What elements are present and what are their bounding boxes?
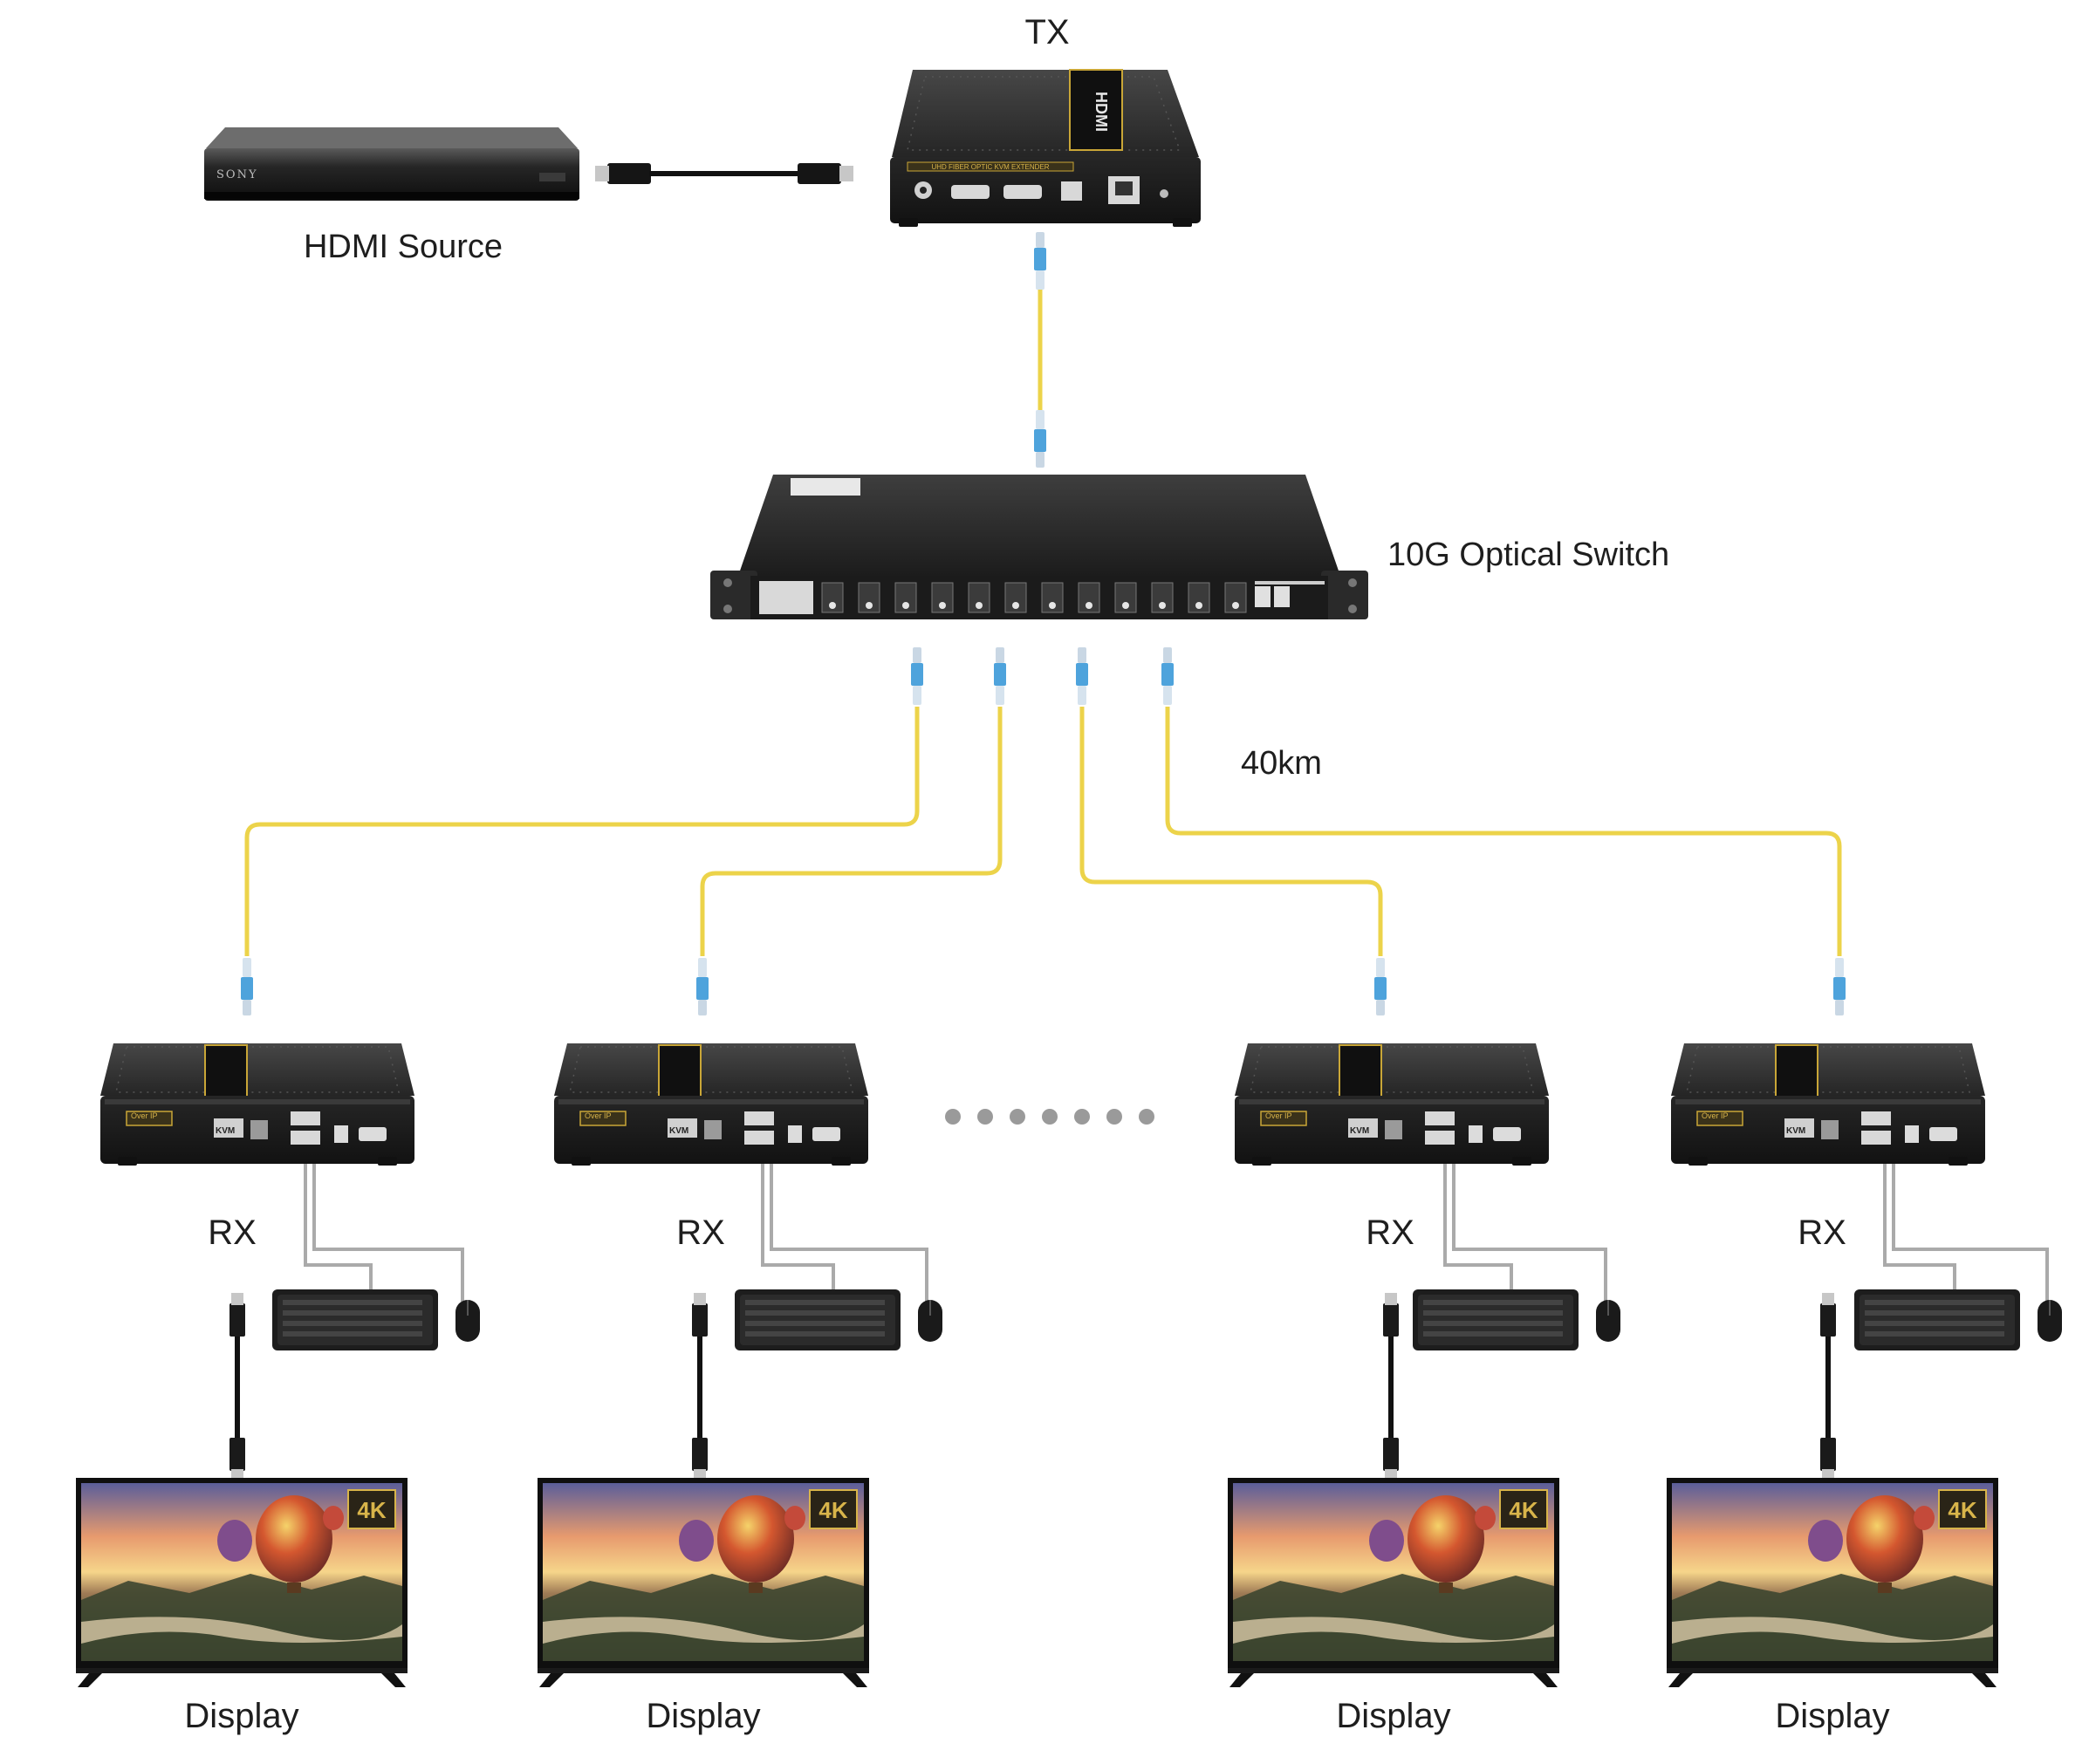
rx-unit-4 [1670,1043,1986,1166]
tv-4k-badge-2: 4K [818,1497,847,1523]
rx-unit-3 [1234,1043,1550,1166]
rx-kvm-2: KVM [669,1126,688,1136]
tv-4k-badge-4: 4K [1948,1497,1976,1523]
rx-over-ip-4: Over IP [1702,1111,1729,1120]
hdmi-cable-source-to-tx [595,163,853,184]
rx-kvm-3: KVM [1350,1126,1369,1136]
rx-branch-2: RX 4K Display [537,1043,943,1735]
keyboard-mouse-3 [1412,1289,1621,1351]
tx-hdmi-logo: HDMI [1092,92,1110,132]
fiber-switch-to-rx-1 [244,707,920,956]
tx-unit: HDMI UHD FIBER OPTIC KVM EXTENDER [890,69,1201,227]
tv-4k-badge-1: 4K [357,1497,386,1523]
fiber-switch-to-rx-3 [1079,707,1383,956]
hdmi-source-device: SONY [204,127,579,201]
fiber-switch-to-rx-4 [1165,707,1842,956]
source-brand-logo: SONY [216,168,258,181]
rx-branch-1: RX 4K Display [75,1043,481,1735]
rx-label-1: RX [208,1214,257,1252]
display-label-1: Display [184,1697,298,1735]
display-label-4: Display [1775,1697,1889,1735]
rx-kvm-4: KVM [1786,1126,1805,1136]
tx-extender-text: UHD FIBER OPTIC KVM EXTENDER [931,163,1049,171]
rx-unit-labels: Over IP Over IP Over IP Over IP [131,1111,1729,1120]
label-tx: TX [1024,13,1069,51]
rx-label-4: RX [1798,1214,1846,1252]
keyboard-mouse-4 [1853,1289,2063,1351]
keyboard-mouse-1 [271,1289,481,1351]
display-label-3: Display [1336,1697,1450,1735]
label-distance: 40km [1241,745,1322,782]
rx-label-3: RX [1366,1214,1414,1252]
rx-branch-3: RX 4K Display [1227,1043,1621,1735]
tv-4k-badge-3: 4K [1509,1497,1538,1523]
display-label-2: Display [646,1697,760,1735]
label-hdmi-source: HDMI Source [304,229,503,265]
label-optical-switch: 10G Optical Switch [1387,537,1669,573]
rx-unit-2 [553,1043,869,1166]
hdmi-cable-2 [692,1293,708,1481]
fiber-connectors [241,232,1846,1015]
rx-over-ip-3: Over IP [1265,1111,1292,1120]
fiber-switch-to-rx-2 [700,707,1003,956]
rx-label-2: RX [676,1214,725,1252]
optical-switch [710,475,1368,619]
hdmi-cable-4 [1820,1293,1836,1481]
rx-over-ip-1: Over IP [131,1111,158,1120]
rx-kvm-labels: KVM KVM KVM KVM [216,1126,1805,1136]
hdmi-cable-3 [1383,1293,1399,1481]
rx-unit-1 [99,1043,415,1166]
hdmi-cable-1 [229,1293,245,1481]
more-receivers-ellipsis [945,1109,1154,1125]
rx-branch-4: RX 4K Display [1666,1043,2063,1735]
rx-kvm-1: KVM [216,1126,235,1136]
rx-over-ip-2: Over IP [585,1111,612,1120]
fiber-cables [244,263,1842,956]
keyboard-mouse-2 [734,1289,943,1351]
